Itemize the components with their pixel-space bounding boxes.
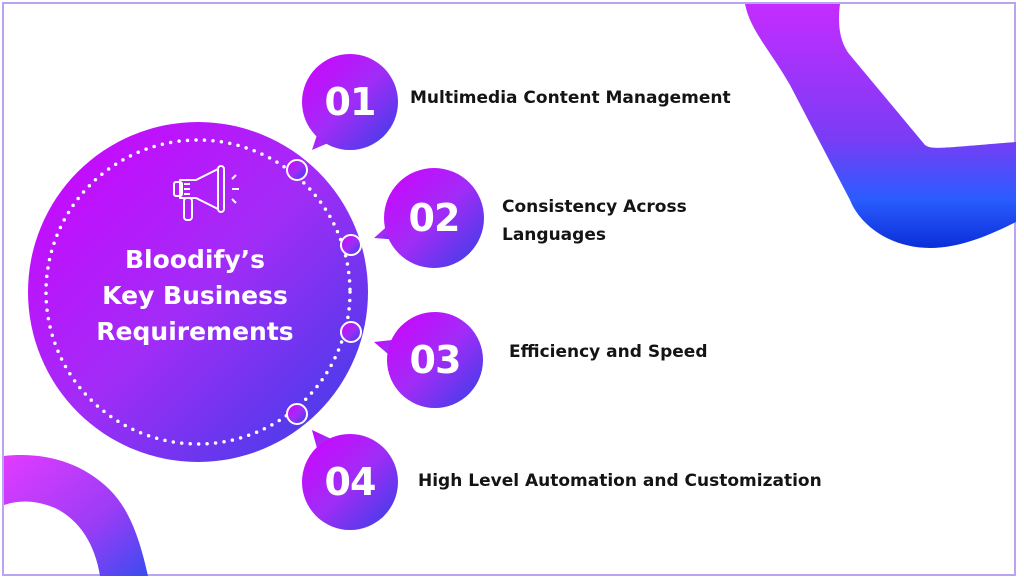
item-label-02-line-1: Consistency Across <box>502 197 687 217</box>
bubble-03 <box>374 312 483 408</box>
decorative-ribbon-top-right <box>745 4 1016 248</box>
bubble-04 <box>302 430 398 530</box>
ring-node-3 <box>340 321 362 343</box>
ring-node-1 <box>286 159 308 181</box>
title-line-3: Requirements <box>96 317 294 346</box>
dotted-ring <box>44 138 352 446</box>
item-number-01: 01 <box>324 80 377 124</box>
item-number-02: 02 <box>408 196 461 240</box>
megaphone-icon <box>173 165 239 221</box>
central-circle <box>28 122 368 462</box>
slide-frame <box>2 2 1016 576</box>
item-label-02: Consistency Across Languages <box>502 193 687 249</box>
title-line-1: Bloodify’s <box>125 245 265 274</box>
decorative-ribbon-bottom-left <box>4 455 148 576</box>
central-title: Bloodify’s Key Business Requirements <box>60 242 330 350</box>
title-line-2: Key Business <box>102 281 288 310</box>
item-label-01: Multimedia Content Management <box>410 88 731 108</box>
item-number-04: 04 <box>324 460 377 504</box>
ring-node-4 <box>286 403 308 425</box>
item-label-02-line-2: Languages <box>502 225 606 245</box>
item-label-04: High Level Automation and Customization <box>418 471 822 491</box>
ring-node-2 <box>340 234 362 256</box>
bubble-02 <box>374 168 484 268</box>
item-label-03: Efficiency and Speed <box>509 342 708 362</box>
item-number-03: 03 <box>409 338 462 382</box>
bubble-01 <box>302 54 398 150</box>
